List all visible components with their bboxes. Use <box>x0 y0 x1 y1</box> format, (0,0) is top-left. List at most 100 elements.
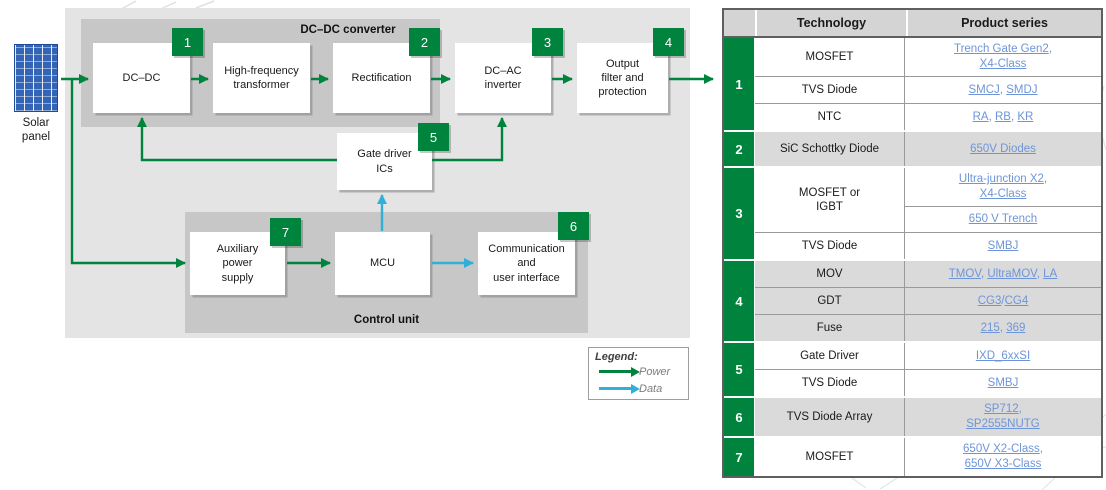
group-number-cell: 5 <box>724 343 755 396</box>
badge-6: 6 <box>558 212 589 240</box>
product-link[interactable]: UltraMOV <box>987 267 1037 280</box>
product-series-text: 650V X2-Class, 650V X3-Class <box>963 442 1043 472</box>
product-series-cell: RA, RB, KR <box>905 104 1101 130</box>
badge-3: 3 <box>532 28 563 56</box>
product-series-text: 650V Diodes <box>970 142 1036 157</box>
product-series-text: Trench Gate Gen2, X4-Class <box>954 42 1052 72</box>
product-link[interactable]: RA <box>972 110 989 123</box>
product-link[interactable]: SMDJ <box>1006 83 1038 96</box>
table-row: TVS Diode SMBJ <box>755 369 1101 396</box>
group-number-cell: 7 <box>724 438 755 476</box>
link-separator: , <box>980 267 988 280</box>
technology-cell: TVS Diode Array <box>755 398 905 436</box>
product-series-text: 650 V Trench <box>969 212 1037 227</box>
link-separator: , <box>1039 443 1043 456</box>
technology-cell: TVS Diode <box>755 77 905 103</box>
link-separator: , <box>1036 267 1044 280</box>
block-output-filter-protection: Output filter and protection <box>577 43 668 113</box>
product-link[interactable]: Ultra-junction X2 <box>958 173 1044 186</box>
table-row: TVS Diode Array SP712, SP2555NUTG <box>755 398 1101 436</box>
badge-5: 5 <box>418 123 449 151</box>
technology-cell: GDT <box>755 288 905 314</box>
badge-2: 2 <box>409 28 440 56</box>
technology-cell: Gate Driver <box>755 343 905 369</box>
product-series-cell: IXD_6xxSI <box>905 343 1101 369</box>
product-link[interactable]: CG4 <box>1004 294 1029 307</box>
table-row: GDT CG3/CG4 <box>755 287 1101 314</box>
technology-cell: MOSFET <box>755 438 905 476</box>
solar-panel-label: Solar panel <box>21 117 51 144</box>
product-link[interactable]: X4-Class <box>979 188 1027 200</box>
legend-power-label: Power <box>639 365 671 378</box>
product-series-cell: CG3/CG4 <box>905 288 1101 314</box>
table-header-row: Technology Product series <box>724 10 1101 38</box>
product-link[interactable]: 650V X3-Class <box>964 458 1042 470</box>
product-link[interactable]: 650 V Trench <box>968 213 1038 226</box>
legend: Legend: Power Data <box>588 347 689 400</box>
product-series-cell: SMBJ <box>905 370 1101 396</box>
product-link[interactable]: SP712 <box>984 403 1019 416</box>
group-rows: Gate Driver IXD_6xxSI TVS Diode SMBJ <box>755 343 1101 396</box>
link-separator: , <box>1048 43 1053 56</box>
block-gate-driver-ics: Gate driver ICs <box>337 133 432 190</box>
group-number-cell: 2 <box>724 132 755 166</box>
product-link[interactable]: TMOV <box>948 267 981 280</box>
product-rows: Trench Gate Gen2, X4-Class <box>905 38 1101 76</box>
control-unit-title: Control unit <box>353 314 420 326</box>
product-series-cell: SMBJ <box>905 233 1101 259</box>
product-series-text: CG3/CG4 <box>978 294 1029 309</box>
product-rows: SMCJ, SMDJ <box>905 77 1101 103</box>
dcdc-converter-title: DC–DC converter <box>300 24 396 36</box>
product-link[interactable]: Trench Gate Gen2 <box>953 43 1049 56</box>
product-series-text: RA, RB, KR <box>973 110 1034 125</box>
product-series-cell: 650V X2-Class, 650V X3-Class <box>905 438 1101 476</box>
product-link[interactable]: SMBJ <box>987 239 1019 252</box>
product-link[interactable]: IXD_6xxSI <box>975 349 1031 362</box>
product-series-text: SP712, SP2555NUTG <box>966 402 1040 432</box>
product-link[interactable]: CG3 <box>977 294 1002 307</box>
legend-data-label: Data <box>639 382 663 395</box>
technology-cell: SiC Schottky Diode <box>755 132 905 166</box>
product-rows: RA, RB, KR <box>905 104 1101 130</box>
group-rows: MOSFET or IGBT Ultra-junction X2,X4-Class… <box>755 168 1101 259</box>
product-link[interactable]: SP2555NUTG <box>966 418 1040 430</box>
product-series-text: TMOV, UltraMOV, LA <box>949 267 1057 282</box>
table-row: Gate Driver IXD_6xxSI <box>755 343 1101 369</box>
group-rows: TVS Diode Array SP712, SP2555NUTG <box>755 398 1101 436</box>
product-link[interactable]: SMBJ <box>987 376 1019 389</box>
product-link[interactable]: RB <box>995 110 1011 123</box>
product-link[interactable]: LA <box>1043 267 1058 280</box>
group-number-cell: 6 <box>724 398 755 436</box>
product-series-text: SMBJ <box>988 239 1019 254</box>
product-link[interactable]: X4-Class <box>979 58 1027 70</box>
product-link[interactable]: 650V X2-Class <box>963 443 1040 456</box>
technology-cell: MOSFET or IGBT <box>755 168 905 232</box>
product-link[interactable]: 369 <box>1006 321 1026 334</box>
link-separator: , <box>1018 403 1022 416</box>
product-rows: CG3/CG4 <box>905 288 1101 314</box>
product-link[interactable]: 650V Diodes <box>970 142 1036 155</box>
product-series-cell: SMCJ, SMDJ <box>905 77 1101 103</box>
product-rows: 650V X2-Class, 650V X3-Class <box>905 438 1101 476</box>
product-link[interactable]: SMCJ <box>968 83 1000 96</box>
technology-cell: TVS Diode <box>755 233 905 259</box>
product-series-text: Ultra-junction X2,X4-Class <box>959 172 1047 202</box>
product-link[interactable]: KR <box>1017 110 1034 123</box>
product-rows: 215, 369 <box>905 315 1101 341</box>
technology-cell: TVS Diode <box>755 370 905 396</box>
product-link[interactable]: 215 <box>980 321 1000 334</box>
group-number-cell: 3 <box>724 168 755 259</box>
technology-cell: MOSFET <box>755 38 905 76</box>
